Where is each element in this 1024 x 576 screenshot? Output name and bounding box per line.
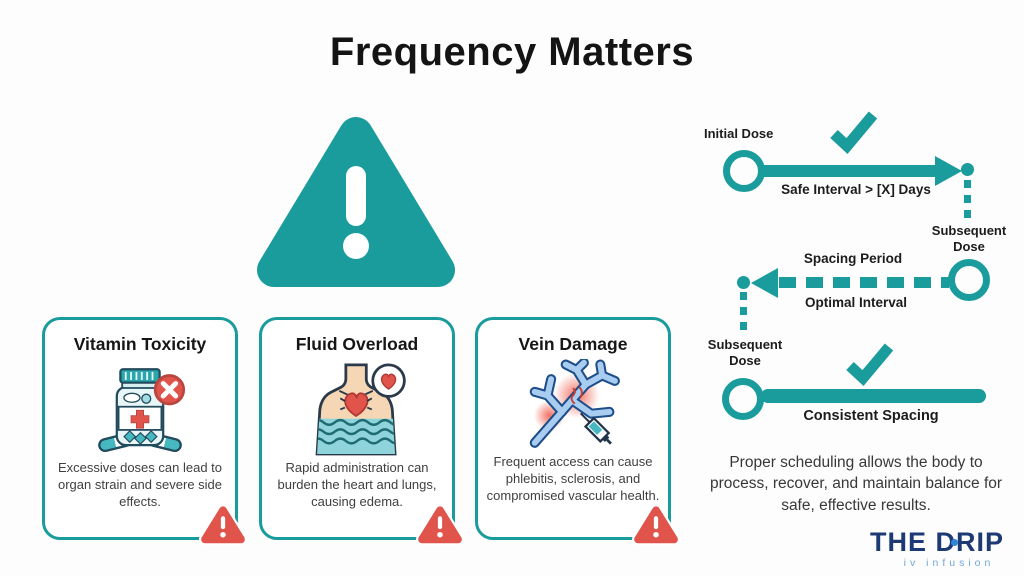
card-vein-damage: Vein Damage — [475, 317, 680, 546]
card-title: Fluid Overload — [295, 334, 419, 354]
vein-syringe-icon — [478, 358, 668, 451]
subsequent-dose-label: Subsequent Dose — [707, 337, 783, 369]
warning-triangle-icon — [250, 106, 462, 296]
dashed-connector — [740, 292, 747, 336]
subsequent-dose-label: Subsequent Dose — [931, 223, 1007, 255]
consistent-spacing-label: Consistent Spacing — [803, 408, 939, 424]
page-title: Frequency Matters — [329, 30, 695, 74]
card-fluid-overload: Fluid Overload — [259, 317, 464, 546]
spacing-arrow-shaft — [779, 277, 949, 288]
torso-heart-icon — [262, 359, 452, 457]
subsequent-dose-node — [722, 378, 764, 420]
consistent-spacing-line — [761, 389, 986, 403]
spacing-period-label: Spacing Period — [803, 251, 903, 266]
initial-dose-node — [723, 150, 765, 192]
pill-bottle-icon — [45, 359, 235, 457]
card-description: Rapid administration can burden the hear… — [277, 460, 437, 510]
safe-interval-arrow-shaft — [762, 165, 936, 177]
warning-triangle-svg — [257, 117, 455, 287]
subsequent-dose-point — [737, 276, 750, 289]
safe-interval-label: Safe Interval > [X] Days — [781, 182, 931, 197]
alert-triangle-icon — [416, 502, 464, 546]
summary-text: Proper scheduling allows the body to pro… — [709, 454, 1003, 514]
logo-wordmark: THE DRIP — [870, 527, 1004, 558]
card-title: Vitamin Toxicity — [73, 334, 207, 354]
subsequent-dose-node — [948, 259, 990, 301]
subsequent-dose-point — [961, 163, 974, 176]
logo-tagline: iv infusion — [903, 557, 995, 569]
dashed-connector — [964, 180, 971, 224]
logo-text: THE DRIP — [869, 527, 1004, 557]
card-title: Vein Damage — [518, 334, 628, 354]
checkmark-icon — [842, 340, 896, 386]
optimal-interval-label: Optimal Interval — [804, 295, 908, 310]
checkmark-icon — [826, 108, 880, 154]
card-description: Frequent access can cause phlebitis, scl… — [486, 454, 660, 504]
card-vitamin-toxicity: Vitamin Toxicity — [42, 317, 247, 546]
alert-triangle-icon — [632, 502, 680, 546]
arrowhead-right-icon — [935, 156, 962, 186]
alert-triangle-icon — [199, 502, 247, 546]
logo-dot-icon — [950, 539, 958, 546]
card-description: Excessive doses can lead to organ strain… — [57, 460, 223, 510]
arrowhead-left-icon — [751, 268, 778, 298]
initial-dose-label: Initial Dose — [704, 126, 774, 141]
brand-logo: THE DRIP iv infusion — [856, 527, 1018, 569]
